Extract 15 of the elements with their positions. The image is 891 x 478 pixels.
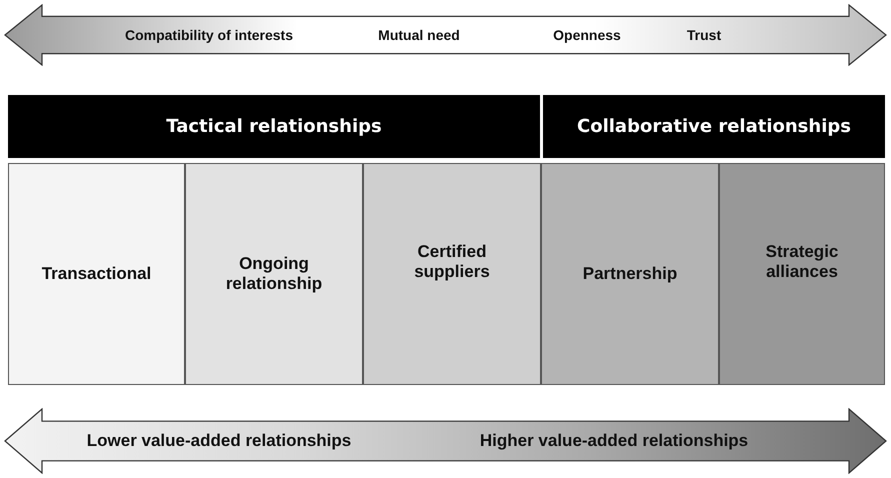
band-label: Trust bbox=[686, 26, 722, 43]
band-label: Compatibility of interests bbox=[124, 26, 294, 43]
relationship-type-box: Transactional bbox=[8, 163, 185, 385]
category-header: Collaborative relationships bbox=[543, 95, 885, 158]
band-label: Mutual need bbox=[378, 26, 460, 43]
double-arrow-band bbox=[4, 4, 887, 66]
double-arrow-band bbox=[4, 408, 887, 474]
relationship-type-box: Partnership bbox=[541, 163, 719, 385]
relationship-type-box: Certified suppliers bbox=[363, 163, 541, 385]
band-label: Openness bbox=[553, 26, 621, 43]
relationship-type-box: Ongoing relationship bbox=[185, 163, 363, 385]
relationship-type-box: Strategic alliances bbox=[719, 163, 885, 385]
band-label: Lower value-added relationships bbox=[86, 430, 352, 451]
category-header: Tactical relationships bbox=[8, 95, 540, 158]
band-label: Higher value-added relationships bbox=[480, 430, 748, 451]
